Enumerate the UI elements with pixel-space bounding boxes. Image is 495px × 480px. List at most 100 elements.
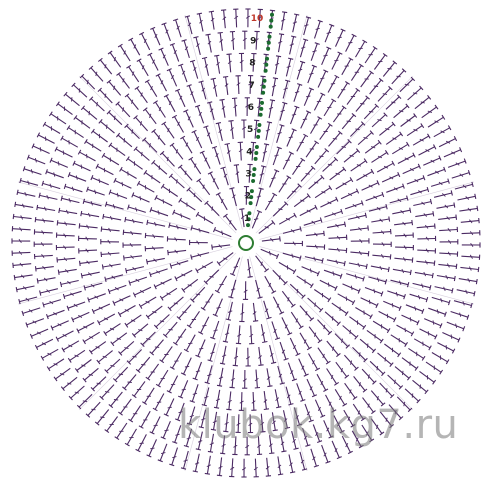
double-crochet-symbol [250, 141, 257, 161]
double-crochet-symbol [255, 187, 264, 207]
chain-stitch-dot [263, 68, 268, 73]
double-crochet-symbol [328, 247, 348, 254]
double-crochet-symbol [198, 316, 210, 335]
double-crochet-symbol [214, 275, 228, 294]
round-label: 3 [245, 170, 251, 180]
double-crochet-symbol [335, 361, 350, 379]
double-crochet-symbol [312, 424, 323, 444]
double-crochet-symbol [239, 208, 245, 228]
double-crochet-symbol [85, 401, 101, 418]
chain-stitch-dot [258, 112, 263, 117]
double-crochet-symbol [251, 391, 257, 411]
double-crochet-symbol [278, 261, 297, 275]
double-crochet-symbol [11, 226, 31, 232]
double-crochet-symbol [244, 97, 250, 117]
double-crochet-symbol [334, 28, 346, 47]
double-crochet-symbol [341, 112, 357, 130]
double-crochet-symbol [372, 228, 392, 235]
double-crochet-symbol [169, 260, 189, 269]
double-crochet-symbol [143, 169, 161, 184]
double-crochet-symbol [461, 230, 481, 236]
double-crochet-symbol [78, 223, 98, 229]
double-crochet-symbol [414, 271, 434, 279]
double-crochet-symbol [362, 397, 376, 415]
double-crochet-symbol [265, 457, 272, 477]
double-crochet-symbol [106, 109, 123, 126]
double-crochet-symbol [361, 368, 377, 385]
double-crochet-symbol [371, 149, 389, 163]
double-crochet-symbol [461, 254, 481, 260]
double-crochet-symbol [261, 236, 281, 242]
double-crochet-symbol [308, 326, 323, 344]
double-crochet-symbol [296, 60, 306, 80]
double-crochet-symbol [39, 288, 59, 296]
double-crochet-symbol [33, 253, 53, 260]
double-crochet-symbol [73, 115, 91, 129]
double-crochet-symbol [84, 139, 102, 152]
double-crochet-symbol [206, 101, 215, 121]
double-crochet-symbol [233, 164, 240, 184]
double-crochet-symbol [278, 175, 292, 193]
double-crochet-symbol [317, 69, 329, 88]
double-crochet-symbol [304, 403, 314, 423]
double-crochet-symbol [256, 436, 263, 456]
double-crochet-symbol [447, 158, 467, 168]
double-crochet-symbol [100, 239, 120, 245]
double-crochet-symbol [269, 169, 280, 188]
double-crochet-symbol [50, 320, 69, 331]
double-crochet-symbol [282, 226, 302, 234]
chain-stitch-dot [261, 84, 266, 89]
double-crochet-symbol [96, 350, 113, 365]
double-crochet-symbol [241, 119, 247, 139]
double-crochet-symbol [66, 301, 86, 311]
double-crochet-symbol [437, 342, 456, 354]
double-crochet-symbol [128, 276, 148, 286]
double-crochet-symbol [271, 321, 281, 341]
double-crochet-symbol [168, 222, 188, 230]
double-crochet-symbol [222, 75, 229, 95]
chain-stitch-dot [256, 128, 261, 133]
double-crochet-symbol [161, 22, 171, 42]
chain-stitch-dot [266, 46, 271, 51]
double-crochet-symbol [405, 304, 425, 314]
double-crochet-symbol [260, 248, 280, 260]
double-crochet-symbol [145, 305, 163, 320]
double-crochet-symbol [189, 239, 208, 246]
double-crochet-symbol [88, 341, 107, 355]
double-crochet-symbol [146, 439, 158, 458]
double-crochet-symbol [274, 55, 282, 75]
double-crochet-symbol [324, 311, 341, 327]
double-crochet-symbol [55, 232, 75, 238]
double-crochet-symbol [228, 279, 237, 299]
double-crochet-symbol [21, 307, 41, 316]
double-crochet-symbol [106, 79, 122, 96]
double-crochet-symbol [399, 76, 416, 93]
chain-stitch-dot [256, 134, 261, 139]
double-crochet-symbol [159, 346, 173, 364]
double-crochet-symbol [345, 33, 357, 52]
double-crochet-symbol [433, 125, 452, 138]
double-crochet-symbol [350, 63, 364, 81]
double-crochet-symbol [300, 110, 312, 129]
double-crochet-symbol [142, 137, 158, 153]
double-crochet-symbol [255, 279, 263, 299]
double-crochet-symbol [87, 293, 106, 303]
double-crochet-symbol [245, 8, 251, 28]
double-crochet-symbol [387, 290, 406, 300]
double-crochet-symbol [460, 266, 480, 273]
double-crochet-symbol [439, 239, 459, 245]
double-crochet-symbol [369, 360, 386, 377]
double-crochet-symbol [62, 290, 82, 300]
double-crochet-symbol [438, 263, 458, 269]
double-crochet-symbol [282, 79, 291, 99]
double-crochet-symbol [258, 219, 276, 234]
double-crochet-symbol [417, 235, 437, 242]
double-crochet-symbol [36, 204, 56, 212]
double-crochet-symbol [48, 111, 67, 125]
double-crochet-symbol [60, 195, 80, 204]
double-crochet-symbol [321, 46, 332, 66]
double-crochet-symbol [307, 64, 317, 84]
double-crochet-symbol [145, 257, 165, 265]
double-crochet-symbol [302, 427, 311, 447]
double-crochet-symbol [125, 266, 145, 274]
